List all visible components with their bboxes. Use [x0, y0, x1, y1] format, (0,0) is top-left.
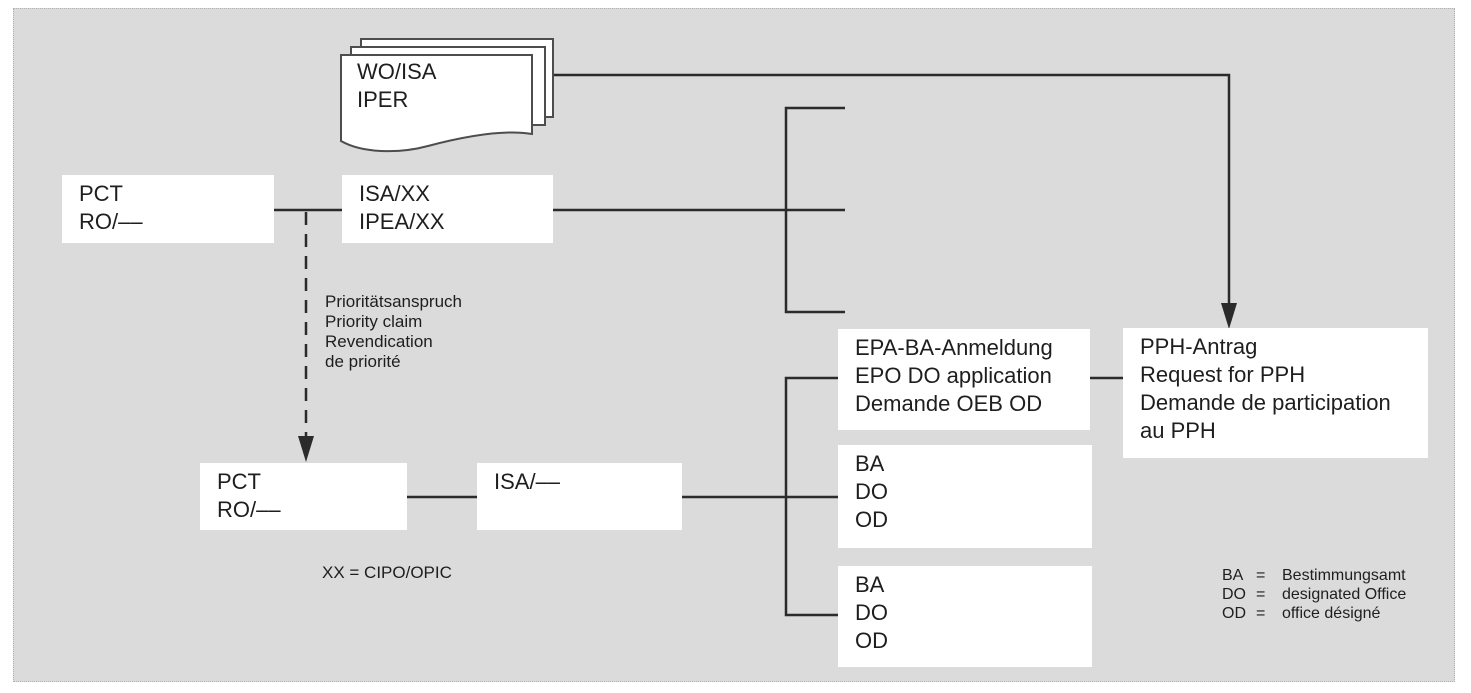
legend-abbr: DO [1222, 586, 1246, 603]
xx-definition-note: XX = CIPO/OPIC [322, 563, 452, 582]
node-line: ISA/–– [494, 469, 561, 494]
document-stack-icon [340, 38, 554, 153]
legend-definition: office désigné [1282, 605, 1381, 622]
node-line: Demande OEB OD [855, 391, 1043, 416]
node-pph-request: PPH-Antrag Request for PPH Demande de pa… [1123, 328, 1428, 458]
node-line: au PPH [1140, 418, 1216, 443]
node-line: RO/–– [79, 209, 143, 234]
node-line: DO [855, 479, 888, 504]
legend-row: DO = designated Office [1222, 585, 1406, 604]
node-isa-xx: ISA/XX IPEA/XX [342, 175, 553, 243]
annotation-line: de priorité [325, 352, 401, 371]
legend-equals: = [1256, 605, 1266, 622]
node-line: OD [855, 507, 888, 532]
node-pct-second: PCT RO/–– [200, 463, 407, 530]
node-line: BA [855, 572, 885, 597]
node-line: PCT [79, 181, 123, 206]
legend-row: OD = office désigné [1222, 604, 1406, 623]
node-line: IPEA/XX [359, 209, 445, 234]
node-line: Demande de participation [1140, 390, 1391, 415]
legend-abbr: BA [1222, 567, 1244, 584]
doc-label-line: IPER [357, 87, 409, 112]
node-isa-none: ISA/–– [477, 463, 682, 530]
legend-definition: designated Office [1282, 586, 1407, 603]
legend-row: BA = Bestimmungsamt [1222, 566, 1406, 585]
node-line: RO/–– [217, 497, 281, 522]
legend-equals: = [1256, 567, 1266, 584]
wo-isa-to-pph-connector [553, 73, 1231, 303]
abbreviation-legend: BA = Bestimmungsamt DO = designated Offi… [1222, 566, 1406, 623]
legend-definition: Bestimmungsamt [1282, 567, 1406, 584]
document-page-front [340, 54, 533, 153]
node-epa-do-application: EPA-BA-Anmeldung EPO DO application Dema… [838, 329, 1090, 430]
node-pct-origin: PCT RO/–– [62, 175, 274, 243]
node-line: DO [855, 600, 888, 625]
node-line: EPA-BA-Anmeldung [855, 335, 1053, 360]
grouping-bracket [784, 106, 845, 314]
legend-abbr: OD [1222, 605, 1246, 622]
pph-arrowhead-icon [1221, 303, 1237, 329]
node-line: Request for PPH [1140, 362, 1306, 387]
node-line: ISA/XX [359, 181, 430, 206]
node-ba-do-od-2: BA DO OD [838, 566, 1092, 667]
document-stack-label: WO/ISA IPER [357, 58, 436, 114]
annotation-line: Prioritätsanspruch [325, 292, 463, 311]
node-line: PCT [217, 469, 261, 494]
node-line: BA [855, 451, 885, 476]
node-line: EPO DO application [855, 363, 1052, 388]
node-line: PPH-Antrag [1140, 334, 1258, 359]
annotation-line: Priority claim [325, 312, 423, 331]
annotation-line: Revendication [325, 332, 433, 351]
priority-claim-arrowhead-icon [298, 436, 314, 462]
doc-label-line: WO/ISA [357, 59, 437, 84]
node-line: OD [855, 628, 888, 653]
priority-claim-annotation: Prioritätsanspruch Priority claim Revend… [325, 292, 462, 372]
legend-equals: = [1256, 586, 1266, 603]
node-ba-do-od-1: BA DO OD [838, 445, 1092, 548]
